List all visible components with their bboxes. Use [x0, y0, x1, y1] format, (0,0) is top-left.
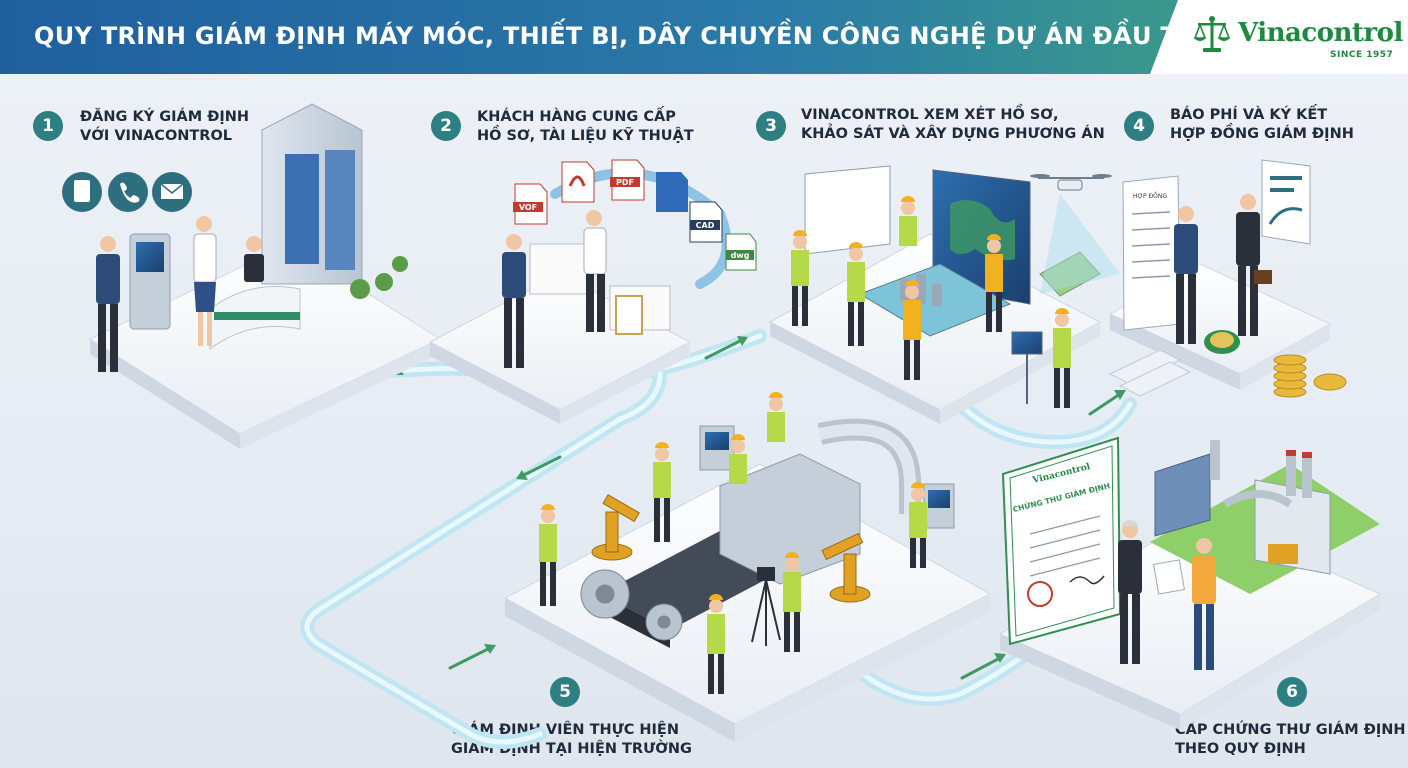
blueprint-board — [804, 165, 891, 255]
tablet-stand — [1011, 331, 1043, 404]
step-3-line-1: VINACONTROL XEM XÉT HỒ SƠ, — [801, 107, 1059, 123]
platform-step-3 — [768, 165, 1120, 424]
file-pdf-icon — [561, 161, 595, 203]
step-4-line-2: HỢP ĐỒNG GIÁM ĐỊNH — [1170, 126, 1354, 142]
receiver-figure — [1192, 538, 1216, 670]
step-4-line-1: BÁO PHÍ VÀ KÝ KẾT — [1170, 107, 1328, 123]
flow-arrows — [360, 336, 1126, 680]
platform-step-5 — [503, 392, 992, 742]
step-6-label: CẤP CHỨNG THƯ GIÁM ĐỊNH THEO QUY ĐỊNH — [1175, 721, 1406, 759]
factory-building — [1154, 440, 1331, 575]
man-figure — [502, 234, 526, 368]
step-2-line-2: HỒ SƠ, TÀI LIỆU KỸ THUẬT — [477, 128, 694, 144]
arrow-icon — [1088, 390, 1126, 416]
gear-icon — [580, 569, 683, 641]
logo-since: SINCE 1957 — [1330, 50, 1394, 60]
platform-step-4: HỢP ĐỒNG — [1108, 159, 1347, 398]
step-1-label: ĐĂNG KÝ GIÁM ĐỊNH VỚI VINACONTROL — [80, 108, 249, 146]
coins-icon — [1204, 330, 1347, 398]
file-pdf-icon: PDF — [610, 159, 645, 201]
document-icon — [62, 172, 102, 212]
file-vof-icon: VOF — [513, 183, 548, 225]
logo-panel — [1150, 0, 1408, 74]
arrow-icon — [516, 455, 562, 480]
tripod-scanner — [751, 567, 781, 646]
arrow-icon — [448, 644, 496, 670]
contract-title: HỢP ĐỒNG — [1133, 191, 1167, 200]
certificate-document: Vinacontrol CHỨNG THƯ GIÁM ĐỊNH — [1001, 436, 1122, 646]
building-windows — [285, 150, 355, 270]
phone-icon — [108, 172, 148, 212]
inspector-figures — [539, 392, 927, 694]
drone-icon — [1030, 174, 1112, 191]
signature-mark — [1069, 575, 1105, 585]
step-5-number: 5 — [550, 677, 580, 707]
step-6-line-2: THEO QUY ĐỊNH — [1175, 741, 1306, 757]
page-title: QUY TRÌNH GIÁM ĐỊNH MÁY MÓC, THIẾT BỊ, D… — [34, 22, 1198, 50]
mail-icon — [152, 172, 192, 212]
step-2-label: KHÁCH HÀNG CUNG CẤP HỒ SƠ, TÀI LIỆU KỸ T… — [477, 108, 694, 146]
step-2-line-1: KHÁCH HÀNG CUNG CẤP — [477, 109, 676, 125]
step-4-label: BÁO PHÍ VÀ KÝ KẾT HỢP ĐỒNG GIÁM ĐỊNH — [1170, 106, 1354, 144]
woman-figure — [583, 210, 607, 332]
step-1-line-1: ĐĂNG KÝ GIÁM ĐỊNH — [80, 109, 250, 125]
scales-logo-icon — [1193, 16, 1231, 52]
handover-document — [1153, 559, 1185, 595]
file-tag-1: VOF — [519, 203, 537, 212]
arrow-icon — [960, 653, 1006, 680]
file-dwg-icon: dwg — [725, 233, 757, 271]
official-figure — [1118, 520, 1142, 664]
customer-figure — [96, 236, 120, 372]
step-5-line-1: GIÁM ĐỊNH VIÊN THỰC HIỆN — [451, 722, 679, 738]
engineer-figures — [791, 196, 1071, 408]
file-doc-icon — [656, 172, 688, 212]
step-1-line-2: VỚI VINACONTROL — [80, 128, 233, 144]
inspector-figure — [1236, 194, 1272, 336]
step-3-number: 3 — [756, 111, 786, 141]
chart-document — [1261, 159, 1311, 245]
seal-icon — [1027, 581, 1053, 607]
step-1-number: 1 — [33, 111, 63, 141]
client-figure — [1174, 206, 1198, 344]
process-illustration: VOF PDF CAD dwg — [62, 103, 1382, 749]
receptionist-figure — [244, 236, 264, 282]
platform-step-1 — [62, 103, 442, 449]
file-tag-4: dwg — [731, 251, 750, 260]
platform-step-6: Vinacontrol CHỨNG THƯ GIÁM ĐỊNH — [998, 436, 1382, 730]
stairs — [1108, 349, 1192, 397]
step-3-line-2: KHẢO SÁT VÀ XÂY DỰNG PHƯƠNG ÁN — [801, 126, 1105, 142]
file-tag-2: PDF — [616, 178, 634, 187]
platform-step-2: VOF PDF CAD dwg — [428, 159, 757, 424]
file-tag-3: CAD — [696, 221, 715, 230]
arrow-icon — [704, 336, 748, 360]
step-6-number: 6 — [1277, 677, 1307, 707]
contract-document: HỢP ĐỒNG — [1122, 175, 1181, 331]
step-4-number: 4 — [1124, 111, 1154, 141]
file-cad-icon: CAD — [689, 201, 723, 243]
staff-figure — [193, 216, 217, 346]
robot-arm — [821, 532, 871, 603]
step-3-label: VINACONTROL XEM XÉT HỒ SƠ, KHẢO SÁT VÀ X… — [801, 106, 1105, 144]
step-2-number: 2 — [431, 111, 461, 141]
step-6-line-1: CẤP CHỨNG THƯ GIÁM ĐỊNH — [1175, 722, 1406, 738]
robot-arm — [591, 494, 640, 561]
logo-wordmark: Vinacontrol — [1238, 18, 1403, 48]
